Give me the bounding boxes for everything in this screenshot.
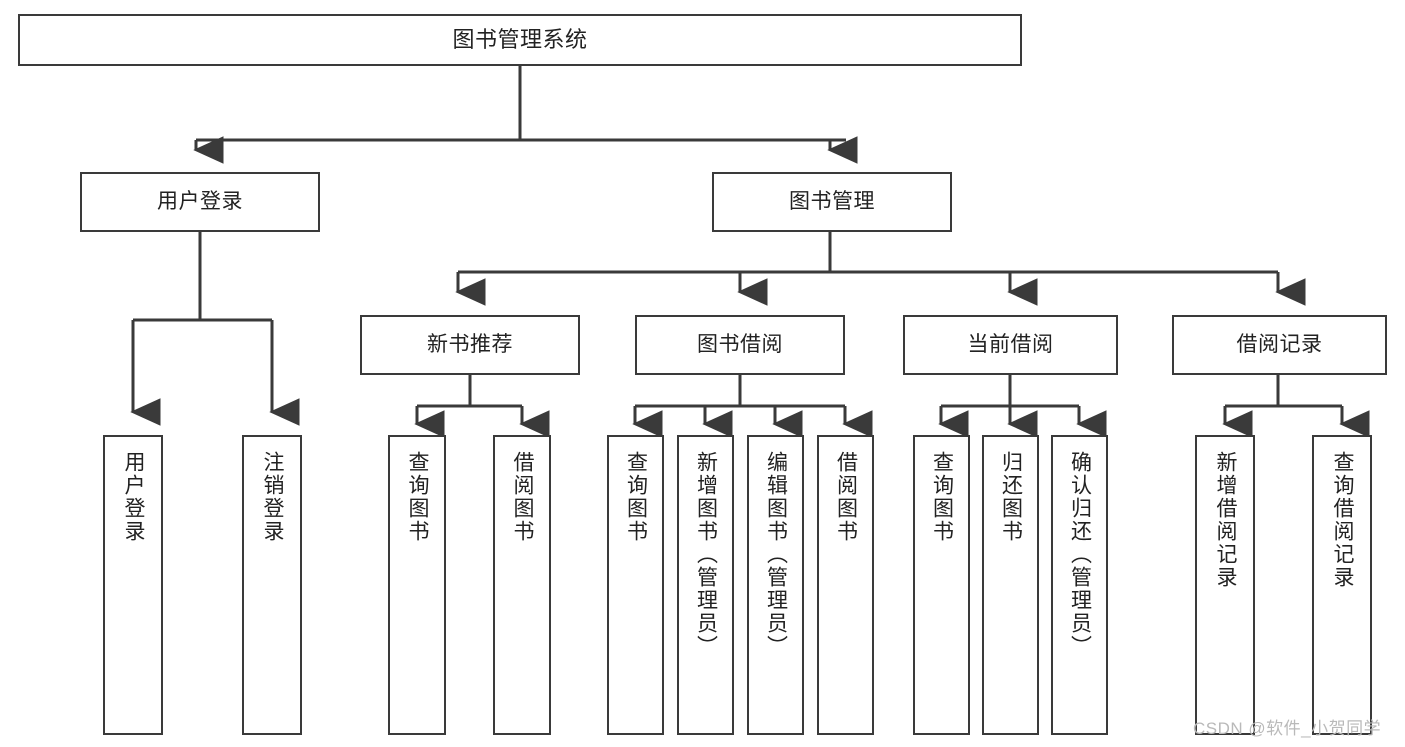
leaf-borrow-edit-book-admin-label: 编辑图书（管理员） (764, 451, 788, 658)
leaf-current-confirm-return-admin-label: 确认归还（管理员） (1068, 451, 1092, 658)
leaf-current-return-book-label: 归还图书 (999, 451, 1023, 543)
leaf-borrow-edit-book-admin[interactable]: 编辑图书（管理员） (747, 435, 804, 735)
leaf-current-query-book[interactable]: 查询图书 (913, 435, 970, 735)
leaf-borrow-borrow-book[interactable]: 借阅图书 (817, 435, 874, 735)
leaf-records-add-record[interactable]: 新增借阅记录 (1195, 435, 1255, 735)
node-new-book-recommend[interactable]: 新书推荐 (360, 315, 580, 375)
leaf-new-book-borrow[interactable]: 借阅图书 (493, 435, 551, 735)
leaf-records-add-record-label: 新增借阅记录 (1214, 451, 1238, 589)
leaf-borrow-borrow-book-label: 借阅图书 (834, 451, 858, 543)
leaf-current-confirm-return-admin[interactable]: 确认归还（管理员） (1051, 435, 1108, 735)
node-user-login-label: 用户登录 (157, 189, 243, 213)
leaf-borrow-query-book-label: 查询图书 (624, 451, 648, 543)
node-current-borrow-label: 当前借阅 (967, 332, 1054, 356)
node-root-book-management-system[interactable]: 图书管理系统 (18, 14, 1022, 66)
leaf-new-book-query-label: 查询图书 (406, 451, 430, 543)
node-root-label: 图书管理系统 (452, 27, 588, 53)
leaf-records-query-record-label: 查询借阅记录 (1331, 451, 1355, 589)
leaf-user-login-login-label: 用户登录 (122, 451, 146, 543)
leaf-current-return-book[interactable]: 归还图书 (982, 435, 1039, 735)
leaf-borrow-add-book-admin-label: 新增图书（管理员） (694, 451, 718, 658)
leaf-user-login-logout-label: 注销登录 (261, 451, 285, 543)
csdn-watermark: CSDN @软件_小贺同学 (1193, 719, 1382, 738)
leaf-records-query-record[interactable]: 查询借阅记录 (1312, 435, 1372, 735)
leaf-borrow-add-book-admin[interactable]: 新增图书（管理员） (677, 435, 734, 735)
node-book-borrow[interactable]: 图书借阅 (635, 315, 845, 375)
node-book-borrow-label: 图书借阅 (697, 332, 783, 356)
leaf-user-login-login[interactable]: 用户登录 (103, 435, 163, 735)
leaf-new-book-borrow-label: 借阅图书 (511, 451, 535, 543)
leaf-borrow-query-book[interactable]: 查询图书 (607, 435, 664, 735)
node-book-management-label: 图书管理 (789, 189, 875, 213)
node-user-login[interactable]: 用户登录 (80, 172, 320, 232)
node-book-management[interactable]: 图书管理 (712, 172, 952, 232)
node-new-book-recommend-label: 新书推荐 (427, 332, 513, 356)
leaf-current-query-book-label: 查询图书 (930, 451, 954, 543)
leaf-user-login-logout[interactable]: 注销登录 (242, 435, 302, 735)
node-current-borrow[interactable]: 当前借阅 (903, 315, 1118, 375)
leaf-new-book-query[interactable]: 查询图书 (388, 435, 446, 735)
node-borrow-records-label: 借阅记录 (1236, 332, 1323, 356)
node-borrow-records[interactable]: 借阅记录 (1172, 315, 1387, 375)
